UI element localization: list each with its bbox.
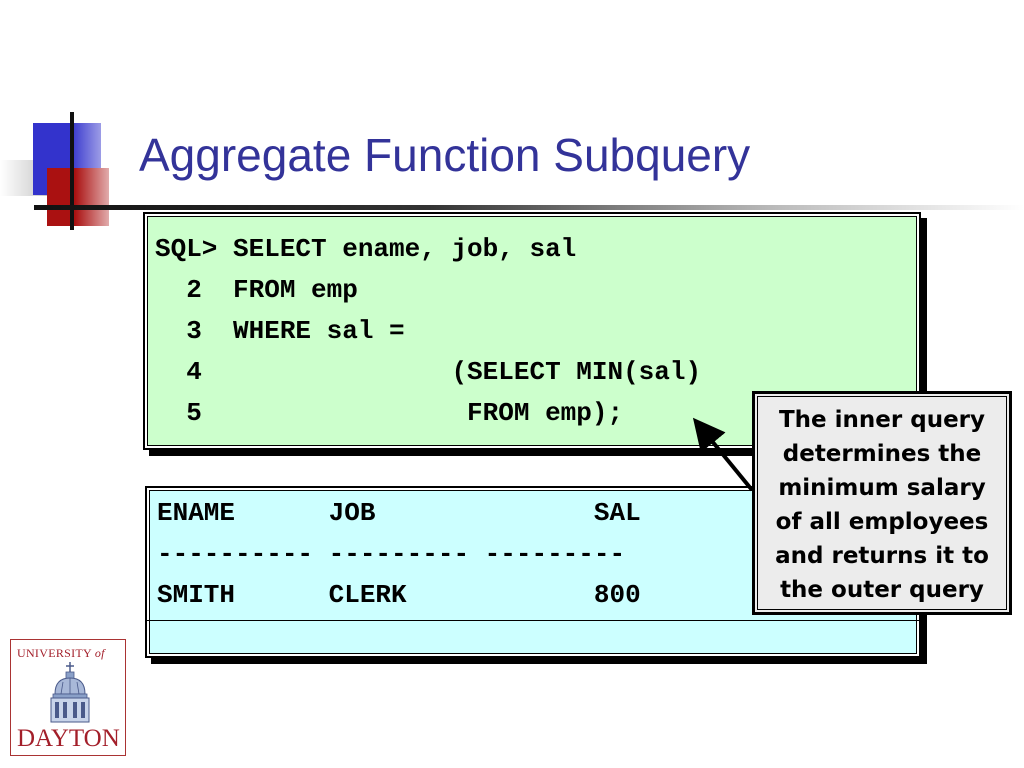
result-header: ENAME JOB SAL <box>157 498 641 528</box>
callout-line-6: the outer query <box>780 577 984 603</box>
slide-title: Aggregate Function Subquery <box>139 129 751 181</box>
title-underline <box>34 205 1024 210</box>
logo-bottom-text: DAYTON <box>17 725 120 752</box>
logo-top-text: UNIVERSITY of <box>17 646 105 661</box>
result-separator: ---------- --------- --------- <box>157 539 626 569</box>
logo-of-word: of <box>94 646 105 660</box>
logo-university-word: UNIVERSITY <box>17 646 92 660</box>
decor-vertical-line <box>70 112 74 230</box>
university-logo: UNIVERSITY of DAYTON <box>10 639 126 756</box>
callout-line-1: The inner query <box>778 407 986 433</box>
code-line-5: 5 FROM emp); <box>155 398 624 428</box>
code-line-1: SQL> SELECT ename, job, sal <box>155 234 577 264</box>
result-row: SMITH CLERK 800 <box>157 580 641 610</box>
decor-red-fade <box>75 168 127 226</box>
code-line-2: 2 FROM emp <box>155 275 358 305</box>
callout-line-3: minimum salary <box>778 475 986 501</box>
callout-line-4: of all employees <box>775 509 989 535</box>
explanation-callout: The inner query determines the minimum s… <box>752 391 1012 615</box>
code-line-3: 3 WHERE sal = <box>155 316 405 346</box>
callout-line-2: determines the <box>782 441 982 467</box>
result-divider <box>147 620 919 621</box>
callout-line-5: and returns it to <box>775 543 989 569</box>
chapel-dome-icon <box>50 662 90 723</box>
code-line-4: 4 (SELECT MIN(sal) <box>155 357 702 387</box>
